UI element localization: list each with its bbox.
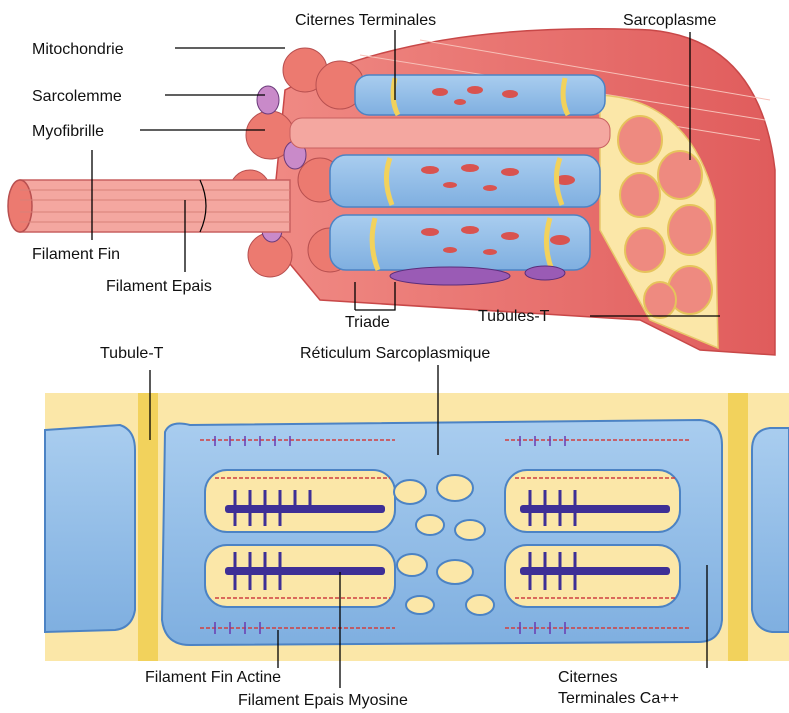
label-myofibrille: Myofibrille [32,123,104,140]
label-mitochondrie: Mitochondrie [32,41,124,58]
label-triade: Triade [345,314,390,331]
myofibril-tubes [290,118,610,148]
protruding-myofibril [8,180,290,232]
label-filament-epais-myosine: Filament Epais Myosine [238,692,408,709]
label-filament-fin-actine: Filament Fin Actine [145,669,281,686]
label-sarcolemme: Sarcolemme [32,88,122,105]
t-tubule-left-band [138,393,158,661]
sarcomere-detail-illustration [45,393,789,661]
t-tubule-right-band [728,393,748,661]
label-citernes-line2: Terminales Ca++ [558,690,679,707]
muscle-fiber-3d-illustration [8,29,775,355]
label-sarcoplasme: Sarcoplasme [623,12,716,29]
reticulum-right-fragment [752,428,789,632]
label-filament-fin: Filament Fin [32,246,120,263]
label-reticulum-sarcoplasmique: Réticulum Sarcoplasmique [300,345,490,362]
label-citernes-terminales-top: Citernes Terminales [295,12,436,29]
reticulum-left-fragment [45,425,135,632]
label-filament-epais: Filament Epais [106,278,212,295]
label-citernes-line1: Citernes [558,669,618,686]
label-tubule-t: Tubule-T [100,345,164,362]
label-tubules-t: Tubules-T [478,308,550,325]
